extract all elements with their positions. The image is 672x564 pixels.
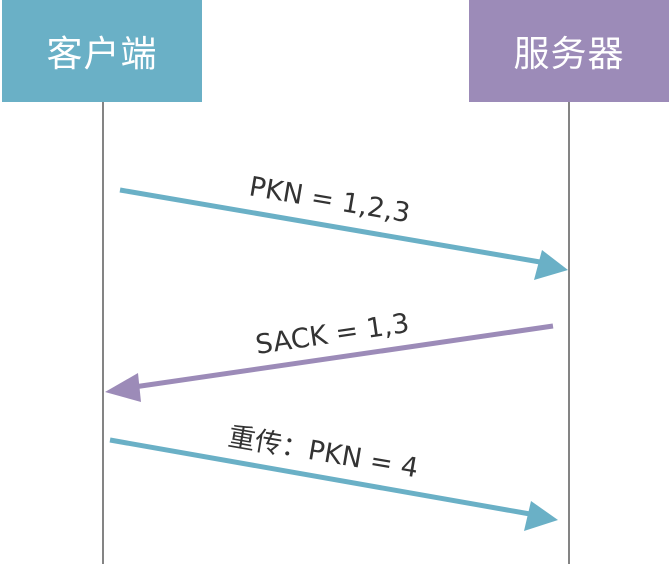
server-actor-box: 服务器 (469, 0, 669, 102)
message-arrow-1 (119, 187, 568, 280)
message-arrow-2 (105, 323, 554, 402)
client-actor-label: 客户端 (46, 34, 158, 75)
server-actor-label: 服务器 (513, 34, 625, 75)
client-actor-box: 客户端 (2, 0, 202, 102)
message-label-1: PKN = 1,2,3 (247, 171, 413, 229)
message-label-2: SACK = 1,3 (254, 308, 412, 361)
message-label-3: 重传：PKN = 4 (226, 421, 421, 484)
message-arrow-3 (109, 437, 558, 531)
